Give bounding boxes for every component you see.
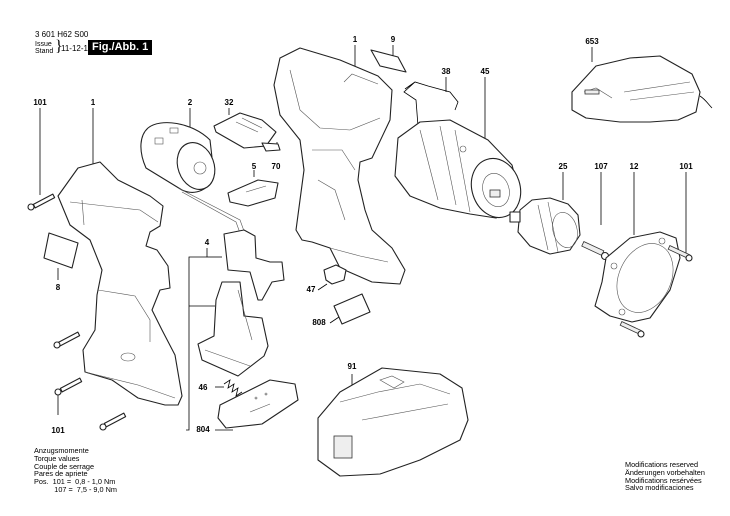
housing-right-half <box>273 47 406 285</box>
callout-32: 32 <box>224 98 234 107</box>
chuck-25 <box>509 197 581 255</box>
spring-46 <box>223 379 243 397</box>
callout-70: 70 <box>271 162 281 171</box>
callout-808: 808 <box>312 318 326 327</box>
switch-slide-32 <box>213 112 277 149</box>
screw-101-top <box>27 193 56 211</box>
clip-70 <box>261 142 281 152</box>
callout-9: 9 <box>390 35 396 44</box>
torque-line-fr: Couple de serrage <box>34 461 95 471</box>
screw-101-bottom <box>99 412 127 431</box>
callout-653: 653 <box>585 37 599 46</box>
selector-5 <box>227 179 279 207</box>
torque-line-en: Torque values <box>34 453 80 463</box>
modifications-line-en: Modifications reserved <box>625 460 699 469</box>
callout-101-right: 101 <box>679 162 693 171</box>
callout-8: 8 <box>55 283 61 292</box>
figure-badge: Fig./Abb. 1 <box>88 40 153 55</box>
screw-107 <box>581 241 610 261</box>
torque-notes: Anzugsmomente Torque values Couple de se… <box>34 447 117 494</box>
modifications-line-fr: Modifications resérvées <box>625 475 702 485</box>
charger-653 <box>571 55 713 123</box>
switch-assembly-4 <box>197 229 285 377</box>
torque-line-de: Anzugsmomente <box>34 446 89 455</box>
callout-101-bottom: 101 <box>51 426 65 435</box>
gearbox-45 <box>394 119 522 219</box>
callout-107: 107 <box>594 162 608 171</box>
front-ring-12 <box>594 231 681 323</box>
callout-1-right: 1 <box>352 35 358 44</box>
callout-2: 2 <box>187 98 193 107</box>
housing-left-half <box>57 161 183 406</box>
callout-46: 46 <box>198 383 208 392</box>
issue-stand-labels: Issue Stand <box>35 41 53 55</box>
battery-pack-91 <box>317 367 469 477</box>
motor-2 <box>140 122 249 245</box>
clip-47 <box>323 264 347 285</box>
modifications-line-es: Salvo modificaciones <box>625 483 694 493</box>
callout-4: 4 <box>204 238 210 247</box>
nameplate-8 <box>43 232 79 269</box>
issue-label: Issue <box>35 41 52 48</box>
callout-804: 804 <box>196 425 210 434</box>
issue-date: 11-12-13 <box>61 44 93 53</box>
callout-5: 5 <box>251 162 257 171</box>
screw-101-ring-bottom <box>619 321 645 338</box>
screw-101-right <box>667 245 693 262</box>
callout-91: 91 <box>347 362 357 371</box>
brace: } <box>55 38 63 55</box>
torque-pos-101: Pos. 101 = 0,8 - 1,0 Nm <box>34 477 116 487</box>
contact-plate-804 <box>217 379 299 429</box>
screw-101-low <box>54 377 83 396</box>
callout-1-left: 1 <box>90 98 96 107</box>
label-strip-9 <box>370 49 407 73</box>
label-808 <box>333 293 371 325</box>
callout-38: 38 <box>441 67 451 76</box>
leader-lines <box>39 45 687 431</box>
modifications-line-de: Änderungen vorbehalten <box>625 467 705 477</box>
callout-12: 12 <box>629 162 639 171</box>
torque-line-es: Pares de apriete <box>34 469 88 479</box>
callout-45: 45 <box>480 67 490 76</box>
modifications-notes: Modifications reserved Änderungen vorbeh… <box>625 461 705 492</box>
document-number: 3 601 H62 S00 <box>35 30 89 39</box>
stand-label: Stand <box>35 48 54 55</box>
callout-47: 47 <box>306 285 316 294</box>
screw-101-mid <box>53 331 81 349</box>
torque-pos-107: 107 = 7,5 - 9,0 Nm <box>34 484 117 494</box>
callout-101-top: 101 <box>33 98 47 107</box>
callout-25: 25 <box>558 162 568 171</box>
